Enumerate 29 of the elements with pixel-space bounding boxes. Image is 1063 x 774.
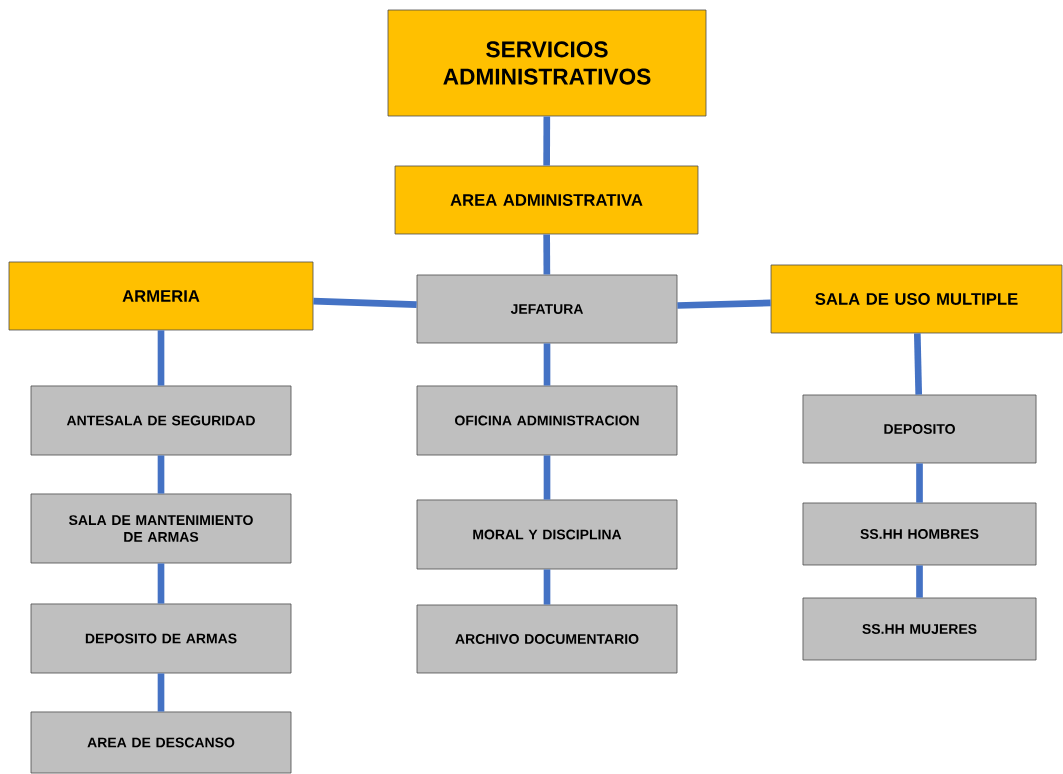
connector-line [916,565,923,598]
process-box: AREA DE DESCANSO [30,711,292,774]
connector-line [916,463,923,503]
process-box: ANTESALA DE SEGURIDAD [30,385,292,456]
process-box: DEPOSITO DE ARMAS [30,603,292,674]
heading-box: SALA DE USO MULTIPLE [770,264,1063,334]
process-box: ARCHIVO DOCUMENTARIO [416,604,678,674]
process-box: OFICINA ADMINISTRACION [416,385,678,456]
heading-box: ARMERIA [8,261,314,331]
connector-line [157,455,165,494]
connector-line [543,455,551,500]
connector-line [913,333,923,395]
connector-line [677,299,771,309]
process-box: JEFATURA [416,274,678,344]
connector-line [543,569,551,605]
heading-box: SERVICIOS ADMINISTRATIVOS [387,9,707,117]
connector-line [313,297,417,308]
connector-line [543,343,551,386]
process-box: DEPOSITO [802,394,1037,464]
connector-line [157,563,165,604]
connector-line [543,234,551,275]
connector-line [543,116,551,166]
process-box: SS.HH MUJERES [802,597,1037,661]
process-box: MORAL Y DISCIPLINA [416,499,678,570]
connector-line [157,673,165,712]
heading-box: AREA ADMINISTRATIVA [394,165,699,235]
process-box: SALA DE MANTENIMIENTO DE ARMAS [30,493,292,564]
process-box: SS.HH HOMBRES [802,502,1037,566]
connector-line [157,330,165,386]
